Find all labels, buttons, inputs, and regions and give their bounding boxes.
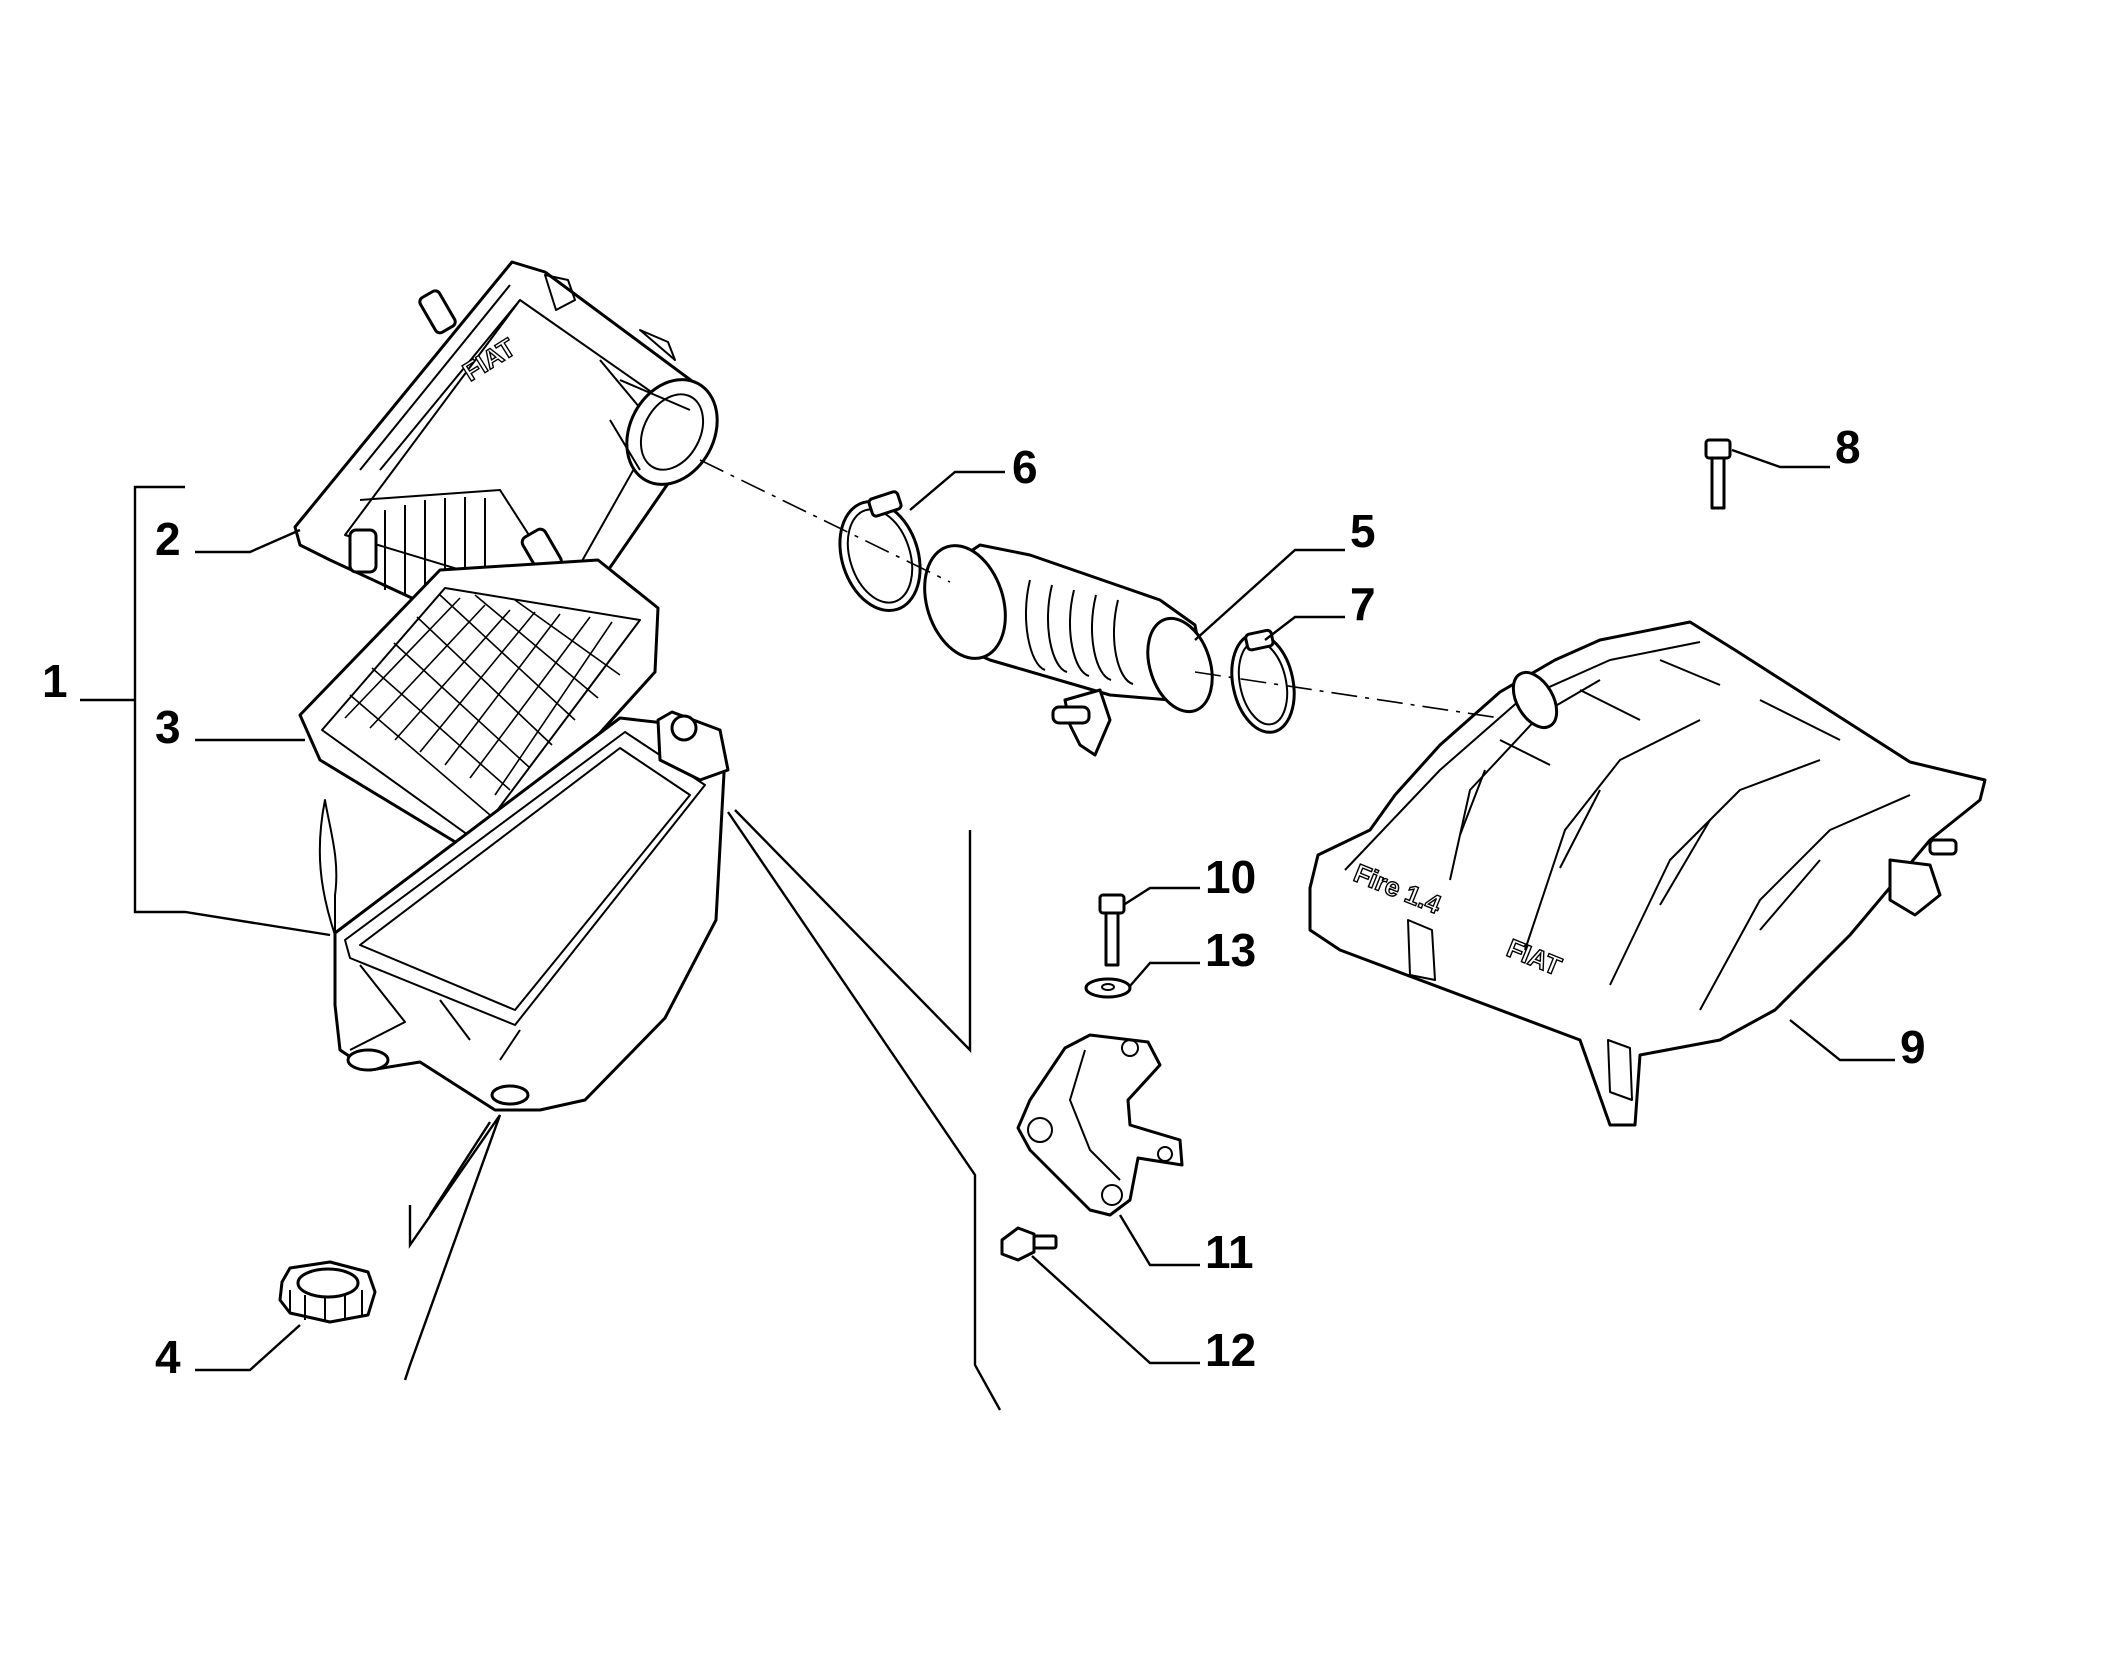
lid-outlet xyxy=(609,378,719,486)
leader-10 xyxy=(1124,886,1200,906)
air-filter-housing xyxy=(318,710,730,1112)
intake-duct xyxy=(923,543,1214,757)
duct-bellows xyxy=(1024,579,1134,685)
screw-12 xyxy=(1000,1226,1058,1262)
air-filter-lid: FIAT xyxy=(293,260,719,642)
leader-7 xyxy=(1264,615,1345,641)
reference-lines xyxy=(80,485,1002,1411)
washer-13 xyxy=(1084,977,1132,999)
hose-clamp-6 xyxy=(838,490,922,613)
assembly-axis-lines xyxy=(699,459,1501,719)
callout-4: 4 xyxy=(155,1331,181,1383)
callout-3: 3 xyxy=(155,701,181,753)
leader-lines xyxy=(195,448,1895,1372)
bolt-10 xyxy=(1098,893,1126,967)
leader-8 xyxy=(1731,448,1830,469)
leader-6 xyxy=(909,470,1005,511)
filter-element xyxy=(298,558,660,862)
bracket-11 xyxy=(1016,1033,1184,1217)
callout-6: 6 xyxy=(1012,441,1038,493)
callout-1: 1 xyxy=(42,655,68,707)
leader-11 xyxy=(1118,1214,1200,1267)
callout-8: 8 xyxy=(1835,421,1861,473)
leader-12 xyxy=(1031,1255,1200,1365)
callout-5: 5 xyxy=(1350,505,1376,557)
leader-9 xyxy=(1789,1019,1895,1062)
housing-feet xyxy=(346,1048,530,1106)
lid-clips xyxy=(348,274,676,576)
callout-12: 12 xyxy=(1205,1324,1256,1376)
callout-2: 2 xyxy=(155,513,181,565)
leader-5 xyxy=(1194,548,1345,641)
callout-11: 11 xyxy=(1205,1226,1254,1278)
rubber-mount xyxy=(278,1260,377,1324)
intake-cover: Fire 1.4 FIAT xyxy=(1308,620,1987,1127)
cover-tabs xyxy=(1407,919,1633,1101)
leader-4 xyxy=(195,1324,301,1372)
bolt-8 xyxy=(1704,438,1732,510)
cover-nozzles xyxy=(1888,838,1958,917)
cover-inlet xyxy=(1511,671,1559,729)
callout-10: 10 xyxy=(1205,851,1256,903)
callout-7: 7 xyxy=(1350,578,1376,630)
housing-mount-top xyxy=(656,710,730,782)
leader-2 xyxy=(195,528,301,554)
filter-mesh xyxy=(344,594,621,816)
leader-13 xyxy=(1129,961,1200,987)
callout-13: 13 xyxy=(1205,924,1256,976)
callout-9: 9 xyxy=(1900,1021,1926,1073)
callout-labels: 1 2 3 4 5 6 7 8 9 10 11 12 13 xyxy=(42,421,1926,1383)
